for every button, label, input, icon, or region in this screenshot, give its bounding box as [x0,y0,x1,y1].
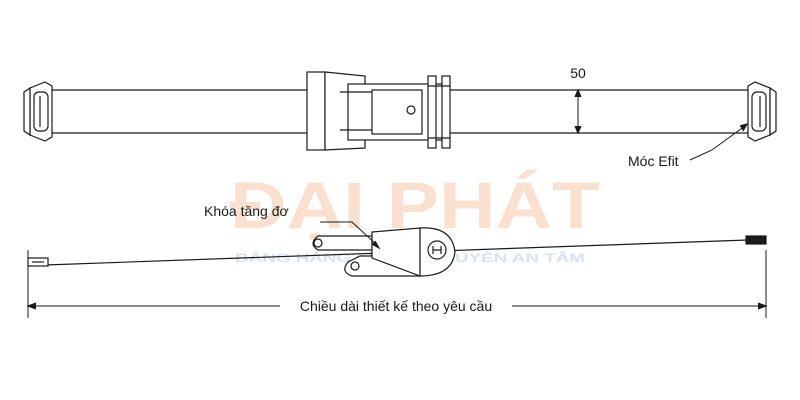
length-label: Chiều dài thiết kế theo yêu cầu [300,298,492,314]
left-efit-hook [23,81,53,142]
hook-leader-line [689,125,746,161]
right-efit-hook [747,81,777,142]
ratchet-side-view [312,227,456,277]
side-view [26,221,768,318]
ratchet-leader-line [320,221,379,247]
ratchet-label: Khóa tăng đơ [204,203,289,219]
length-dimension [26,250,768,318]
right-hook-side [745,235,767,245]
left-hook-side [27,257,49,267]
top-view [23,71,777,161]
dimension-label: 50 [570,65,586,81]
ratchet-top-view [306,71,451,151]
hook-label: Móc Efit [628,153,679,169]
width-dimension [574,88,582,135]
